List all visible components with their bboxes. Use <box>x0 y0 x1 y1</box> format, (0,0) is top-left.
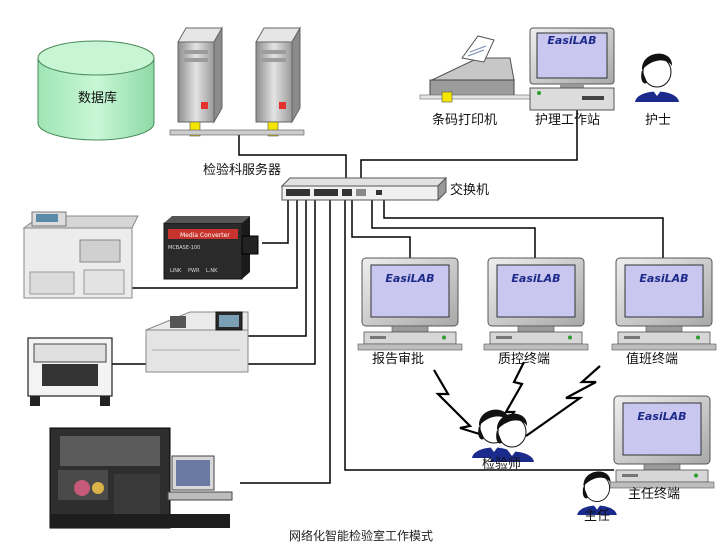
barcode-printer-device <box>419 35 531 103</box>
nurse-station-screen-brand: EasiLAB <box>547 34 596 47</box>
link-duty-terminal <box>383 199 664 262</box>
analyzer-2-device <box>145 311 249 373</box>
diagram-caption: 网络化智能检验室工作模式 <box>289 529 434 543</box>
link-analyzer-3 <box>240 199 331 484</box>
wireless-report-inspector <box>433 369 487 438</box>
database-cylinder <box>37 40 155 141</box>
printer-device <box>27 337 113 406</box>
director-terminal-label: 主任终端 <box>628 487 681 502</box>
duty-terminal-screen-brand: EasiLAB <box>639 272 688 285</box>
link-director-terminal <box>344 199 614 471</box>
nurse-station-computer: EasiLAB <box>529 27 615 111</box>
switch-label: 交换机 <box>450 183 490 198</box>
analyzer-3-device <box>49 427 233 529</box>
database-label: 数据库 <box>78 91 118 106</box>
duty-terminal-label: 值班终端 <box>626 352 679 367</box>
report-review-label: 报告审批 <box>372 352 425 367</box>
link-qc-terminal <box>371 199 536 262</box>
converter-model: MCBASE-100 <box>168 245 200 251</box>
link-switch-nurse-station <box>360 110 578 185</box>
duty-terminal-computer: EasiLAB <box>611 257 717 351</box>
link-server-switch <box>238 133 347 185</box>
link-report-terminal <box>351 199 411 262</box>
nurse-label: 护士 <box>645 113 672 128</box>
converter-port-3: L.NK <box>206 268 218 274</box>
media-converter-device: Media Converter MCBASE-100 LINK PWR L.NK <box>163 216 259 280</box>
wireless-duty-inspector <box>525 365 601 437</box>
report-terminal-screen-brand: EasiLAB <box>385 272 434 285</box>
server-tower-2 <box>255 26 301 137</box>
nurse-avatar <box>634 53 680 103</box>
converter-port-1: LINK <box>170 268 182 274</box>
director-label: 主任 <box>584 509 611 524</box>
qc-terminal-label: 质控终端 <box>498 352 551 367</box>
inspector-label: 检验师 <box>482 457 522 472</box>
link-analyzer-2 <box>248 199 307 337</box>
director-terminal-computer: EasiLAB <box>609 395 715 489</box>
converter-brand: Media Converter <box>180 232 230 239</box>
converter-port-2: PWR <box>188 268 200 274</box>
server-tower-1 <box>177 26 223 137</box>
qc-terminal-screen-brand: EasiLAB <box>511 272 560 285</box>
link-converter <box>262 199 289 244</box>
server-label: 检验科服务器 <box>203 163 282 178</box>
link-analyzer-1 <box>120 199 298 289</box>
nurse-station-label: 护理工作站 <box>535 113 601 128</box>
director-terminal-screen-brand: EasiLAB <box>637 410 686 423</box>
analyzer-1-device <box>22 211 139 299</box>
report-terminal-computer: EasiLAB <box>357 257 463 351</box>
switch-device <box>280 176 448 202</box>
qc-terminal-computer: EasiLAB <box>483 257 589 351</box>
barcode-printer-label: 条码打印机 <box>432 113 498 128</box>
server-bus-bar <box>169 129 305 136</box>
